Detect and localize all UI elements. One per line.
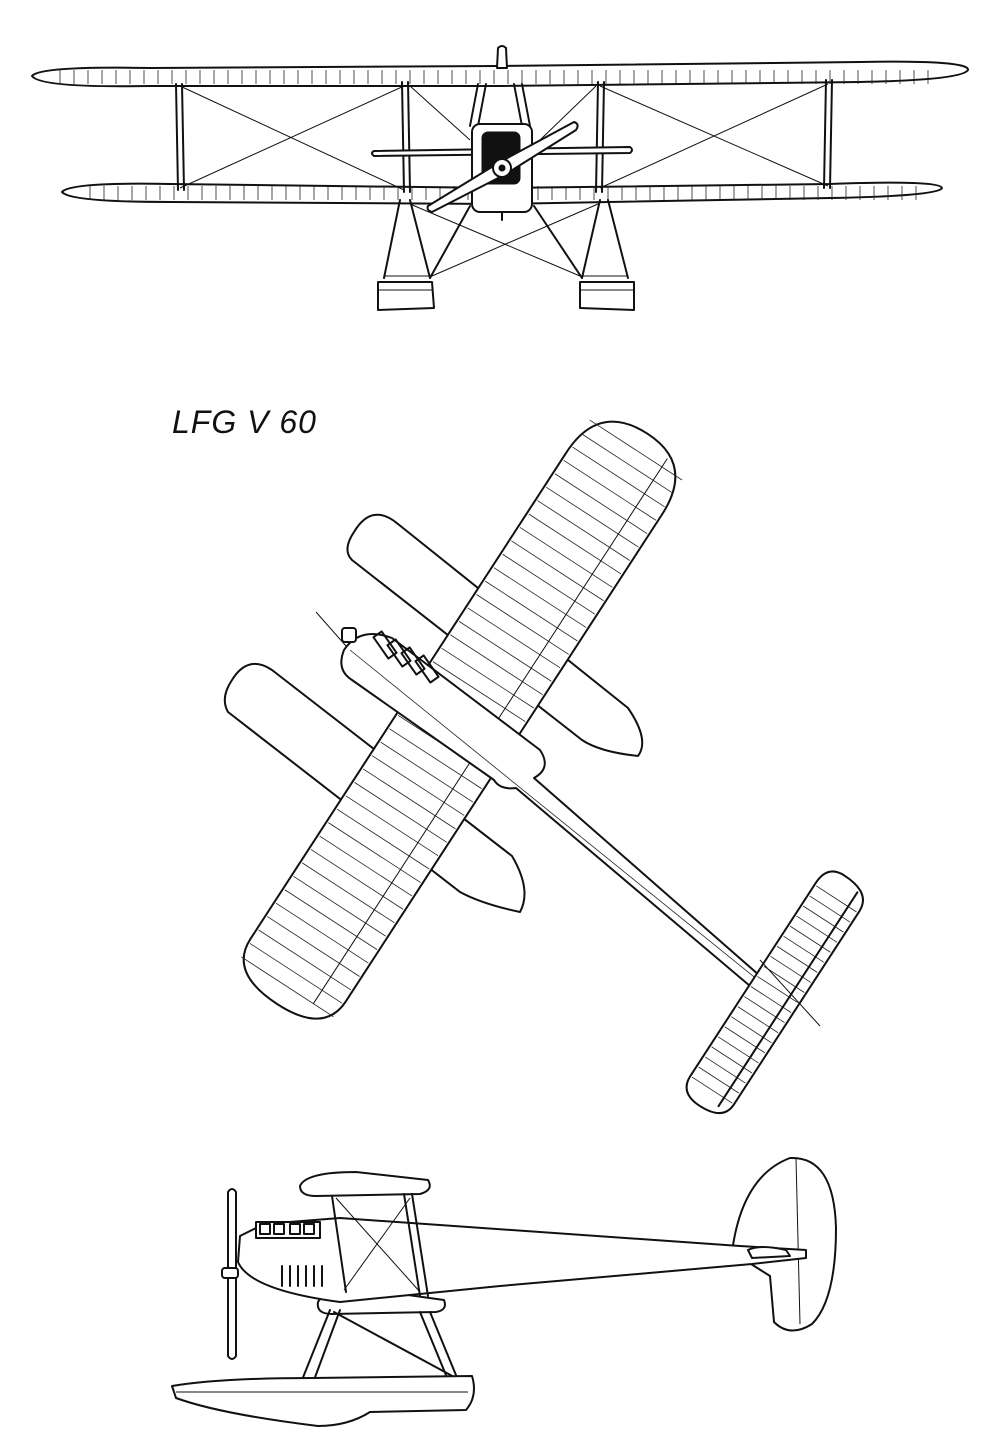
upper-wing-ribs bbox=[59, 70, 929, 84]
wing-rib bbox=[284, 889, 378, 950]
left-float-front bbox=[377, 281, 435, 311]
wing-rib bbox=[572, 446, 665, 508]
wing-rib bbox=[545, 486, 639, 548]
wing-rib bbox=[441, 647, 535, 709]
wing-rib bbox=[484, 580, 578, 642]
wing-rib bbox=[816, 885, 857, 913]
wing-rib bbox=[704, 1056, 746, 1084]
fin-tip bbox=[496, 45, 508, 69]
float-struts-front bbox=[383, 199, 629, 279]
wing-rib bbox=[240, 956, 334, 1018]
wing-rib bbox=[802, 905, 844, 933]
bracing-wires-side bbox=[335, 1197, 421, 1293]
aircraft-title: LFG V 60 bbox=[172, 404, 317, 440]
wing-rib bbox=[267, 916, 360, 977]
wing-rib bbox=[589, 419, 683, 481]
wing-rib bbox=[537, 500, 630, 561]
wing-rib bbox=[310, 849, 404, 910]
upper-wing-front bbox=[31, 60, 969, 88]
tailplane-top bbox=[685, 870, 864, 1115]
wing-rib bbox=[336, 808, 430, 870]
wing-rib bbox=[493, 567, 587, 628]
interplane-struts bbox=[175, 79, 833, 193]
wing-rib bbox=[519, 527, 613, 588]
fuselage-centerline bbox=[349, 649, 791, 1007]
wing-rib bbox=[563, 459, 657, 521]
wing-rib bbox=[319, 835, 413, 897]
hub-center bbox=[498, 164, 506, 172]
rudder-hinge bbox=[795, 1157, 801, 1325]
wing-rib bbox=[580, 433, 674, 494]
wing-rib bbox=[528, 513, 622, 575]
bracing-wires bbox=[179, 83, 829, 191]
float-struts-side bbox=[301, 1309, 459, 1381]
rudder-top bbox=[759, 959, 821, 1027]
wing-rib bbox=[757, 976, 798, 1003]
fuselage-side bbox=[237, 1217, 807, 1303]
right-float-front bbox=[579, 281, 635, 311]
wing-rib bbox=[301, 862, 395, 924]
wing-rib bbox=[476, 594, 569, 655]
wing-rib bbox=[258, 929, 352, 991]
top-view bbox=[223, 419, 864, 1115]
upper-wing-side bbox=[299, 1171, 431, 1197]
wing-rib bbox=[354, 782, 447, 843]
wing-rib bbox=[744, 996, 785, 1024]
wing-rib bbox=[275, 902, 369, 964]
wing-rib bbox=[698, 1066, 740, 1094]
float-bracing-front bbox=[384, 203, 628, 277]
spinner-side bbox=[221, 1267, 239, 1279]
wing-rib bbox=[293, 875, 386, 937]
wing-rib bbox=[389, 728, 482, 789]
wing-rib bbox=[249, 943, 343, 1004]
tailplane-ribs bbox=[691, 885, 857, 1104]
side-view bbox=[171, 1156, 837, 1427]
wing-rib bbox=[362, 768, 456, 830]
wing-rib bbox=[345, 795, 439, 857]
front-view bbox=[31, 45, 969, 311]
spinner-top bbox=[341, 627, 357, 643]
wing-rib bbox=[717, 1036, 759, 1064]
engine-cylinders-side bbox=[259, 1223, 315, 1235]
propeller-top bbox=[315, 611, 347, 647]
wing-rib bbox=[789, 925, 831, 953]
interplane-struts-side bbox=[331, 1193, 429, 1297]
wing-rib bbox=[796, 915, 838, 943]
cabane-struts bbox=[469, 83, 531, 127]
float-side bbox=[171, 1375, 475, 1427]
wing-rib bbox=[809, 895, 851, 923]
wing-rib bbox=[467, 607, 561, 669]
wing-rib bbox=[750, 986, 792, 1013]
cooling-louvers bbox=[281, 1265, 323, 1287]
fin-rudder-side bbox=[731, 1156, 837, 1332]
wing-rib bbox=[432, 661, 526, 722]
wing-rib bbox=[328, 822, 421, 883]
wing-rib bbox=[737, 1006, 779, 1034]
wing-rib bbox=[502, 553, 596, 615]
wing-rib bbox=[763, 966, 805, 993]
wing-rib bbox=[724, 1026, 766, 1054]
wing-rib bbox=[458, 621, 552, 682]
elevator-hinge bbox=[717, 891, 859, 1108]
wing-rib bbox=[380, 741, 474, 803]
top-wing-ribs bbox=[240, 419, 683, 1018]
wing-rib bbox=[691, 1076, 733, 1104]
wing-rib bbox=[371, 755, 465, 816]
wing-rib bbox=[554, 473, 648, 534]
engine-cylinders-top bbox=[372, 630, 440, 684]
wing-rib bbox=[450, 634, 543, 696]
wing-rib bbox=[511, 540, 604, 602]
wing-rib bbox=[731, 1016, 772, 1044]
wing-rib bbox=[776, 945, 818, 973]
tailplane-side bbox=[747, 1246, 791, 1259]
wing-rib bbox=[783, 935, 825, 963]
wing-rib bbox=[770, 955, 811, 983]
wing-rib bbox=[711, 1046, 753, 1074]
